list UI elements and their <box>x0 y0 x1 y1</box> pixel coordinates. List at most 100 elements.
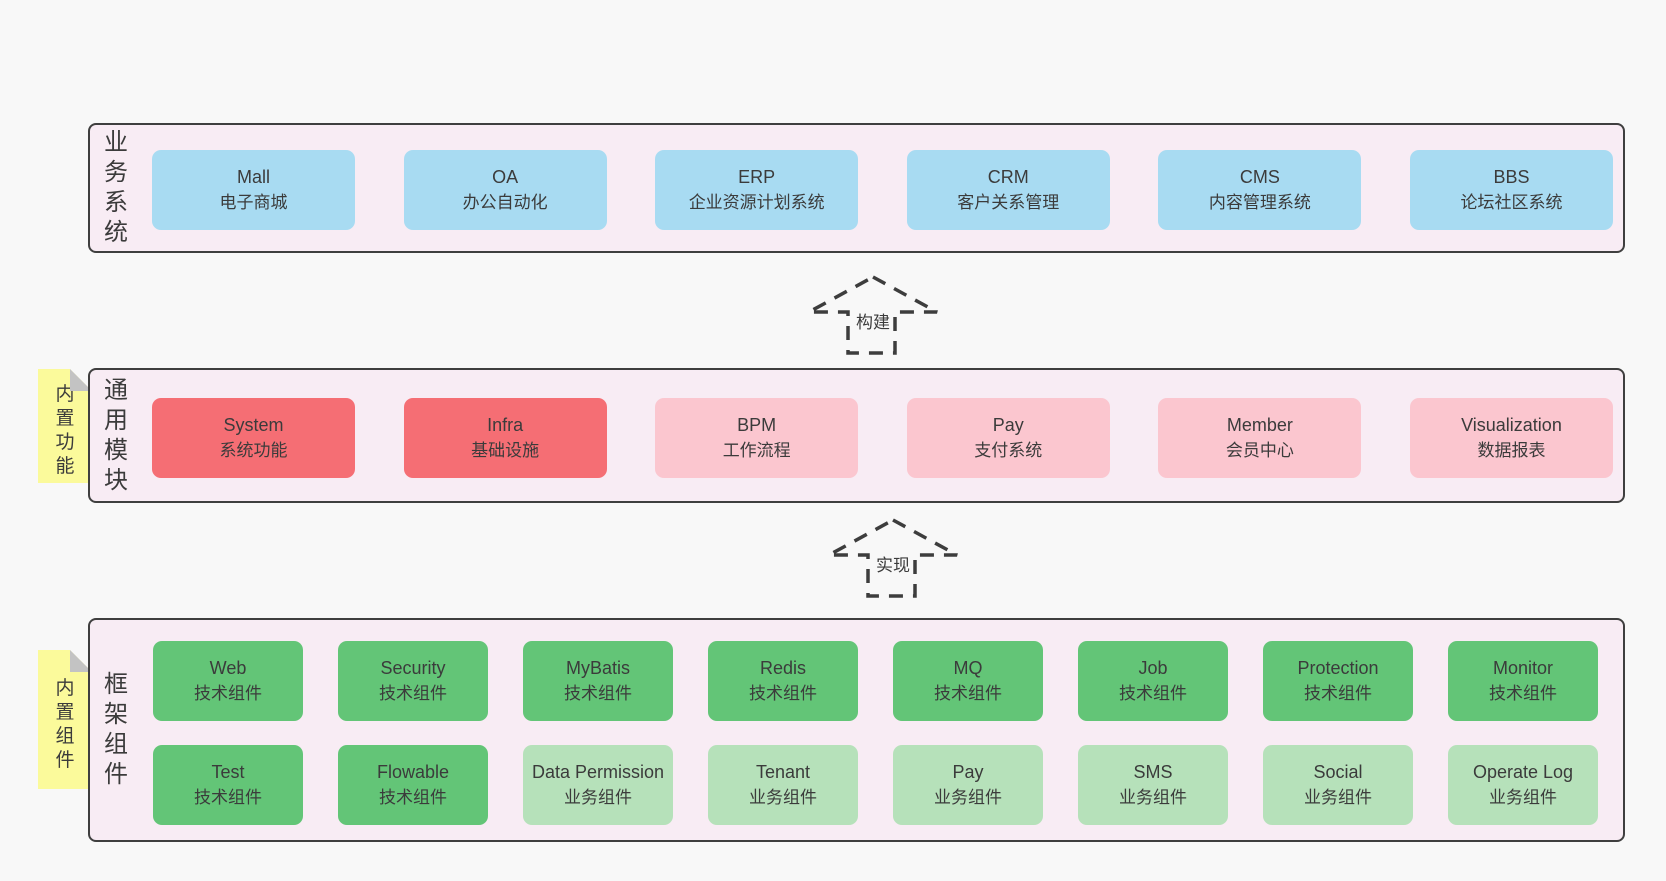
box-social: Social 业务组件 <box>1263 745 1413 825</box>
box-desc: 客户关系管理 <box>957 193 1060 212</box>
box-desc: 业务组件 <box>564 788 632 807</box>
box-mq: MQ 技术组件 <box>893 641 1043 721</box>
box-desc: 会员中心 <box>1225 441 1294 460</box>
box-tenant: Tenant 业务组件 <box>708 745 858 825</box>
box-flowable: Flowable 技术组件 <box>338 745 488 825</box>
box-name: ERP <box>738 167 776 187</box>
up-arrow-icon <box>808 275 938 355</box>
box-name: System <box>223 415 284 435</box>
box-name: Flowable <box>376 762 450 782</box>
box-name: Social <box>1313 762 1363 782</box>
box-pay-component: Pay 业务组件 <box>893 745 1043 825</box>
box-desc: 技术组件 <box>564 684 632 703</box>
components-row-1: Web 技术组件 Security 技术组件 MyBatis 技术组件 Redi… <box>153 641 1598 721</box>
box-name: MyBatis <box>565 658 630 678</box>
box-mybatis: MyBatis 技术组件 <box>523 641 673 721</box>
box-desc: 技术组件 <box>379 788 447 807</box>
box-name: Member <box>1226 415 1293 435</box>
sticky-tab-label: 内置功能 <box>55 384 75 477</box>
box-desc: 内容管理系统 <box>1208 193 1311 212</box>
box-sms: SMS 业务组件 <box>1078 745 1228 825</box>
box-name: SMS <box>1133 762 1173 782</box>
box-member: Member 会员中心 <box>1158 398 1362 478</box>
panel-label: 业务系统 <box>104 129 128 246</box>
box-web: Web 技术组件 <box>153 641 303 721</box>
box-desc: 业务组件 <box>934 788 1002 807</box>
box-erp: ERP 企业资源计划系统 <box>655 150 859 230</box>
box-desc: 支付系统 <box>974 441 1043 460</box>
box-desc: 业务组件 <box>749 788 817 807</box>
box-desc: 工作流程 <box>722 441 791 460</box>
box-name: Test <box>211 762 245 782</box>
box-name: OA <box>492 167 519 187</box>
implement-arrow: 实现 <box>827 517 959 599</box>
box-desc: 技术组件 <box>379 684 447 703</box>
box-name: Pay <box>952 762 984 782</box>
panel-business-systems: 业务系统 Mall 电子商城 OA 办公自动化 ERP 企业资源计划系统 CRM… <box>88 123 1625 253</box>
box-redis: Redis 技术组件 <box>708 641 858 721</box>
box-system: System 系统功能 <box>152 398 355 478</box>
box-name: BBS <box>1493 167 1530 187</box>
box-desc: 技术组件 <box>749 684 817 703</box>
box-desc: 业务组件 <box>1119 788 1187 807</box>
box-crm: CRM 客户关系管理 <box>906 150 1110 230</box>
box-name: Monitor <box>1492 658 1554 678</box>
box-desc: 技术组件 <box>1119 684 1187 703</box>
box-name: MQ <box>953 658 983 678</box>
box-name: Tenant <box>755 762 811 782</box>
box-name: Job <box>1138 658 1168 678</box>
box-name: CMS <box>1239 167 1280 187</box>
box-mall: Mall 电子商城 <box>152 150 355 230</box>
box-monitor: Monitor 技术组件 <box>1448 641 1598 721</box>
box-name: CRM <box>987 167 1029 187</box>
sticky-tab-label: 内置组件 <box>55 677 75 771</box>
box-desc: 技术组件 <box>1304 684 1372 703</box>
box-desc: 技术组件 <box>1489 684 1557 703</box>
box-name: Redis <box>759 658 807 678</box>
build-arrow: 构建 <box>807 274 939 356</box>
panel-label: 框架组件 <box>104 671 128 788</box>
arrow-label: 实现 <box>874 556 912 576</box>
panel-framework-components: 框架组件 Web 技术组件 Security 技术组件 MyBatis 技术组件… <box>88 618 1625 842</box>
box-desc: 论坛社区系统 <box>1460 193 1563 212</box>
box-name: Infra <box>487 415 524 435</box>
box-job: Job 技术组件 <box>1078 641 1228 721</box>
box-name: Security <box>380 658 446 678</box>
business-boxes-row: Mall 电子商城 OA 办公自动化 ERP 企业资源计划系统 CRM 客户关系… <box>152 150 1613 230</box>
box-name: Mall <box>236 167 270 187</box>
box-pay-module: Pay 支付系统 <box>906 398 1110 478</box>
box-desc: 企业资源计划系统 <box>688 193 825 212</box>
panel-label: 通用模块 <box>104 376 128 494</box>
box-operate-log: Operate Log 业务组件 <box>1448 745 1598 825</box>
box-oa: OA 办公自动化 <box>403 150 607 230</box>
up-arrow-icon <box>828 518 958 598</box>
sticky-tab-built-in-features: 内置功能 <box>38 369 92 483</box>
components-row-2: Test 技术组件 Flowable 技术组件 Data Permission … <box>153 745 1598 825</box>
box-infra: Infra 基础设施 <box>403 398 607 478</box>
box-protection: Protection 技术组件 <box>1263 641 1413 721</box>
box-name: Data Permission <box>531 762 665 782</box>
box-bbs: BBS 论坛社区系统 <box>1409 150 1613 230</box>
box-bpm: BPM 工作流程 <box>655 398 859 478</box>
arrow-label: 构建 <box>854 313 892 333</box>
box-desc: 系统功能 <box>219 441 288 460</box>
box-name: Protection <box>1297 658 1379 678</box>
panel-common-modules: 通用模块 System 系统功能 Infra 基础设施 BPM 工作流程 Pay… <box>88 368 1625 503</box>
box-name: Operate Log <box>1472 762 1574 782</box>
box-desc: 数据报表 <box>1477 441 1546 460</box>
box-name: Pay <box>992 415 1024 435</box>
box-desc: 业务组件 <box>1489 788 1557 807</box>
box-desc: 技术组件 <box>194 788 262 807</box>
box-desc: 技术组件 <box>194 684 262 703</box>
box-test: Test 技术组件 <box>153 745 303 825</box>
sticky-tab-built-in-components: 内置组件 <box>38 650 92 789</box>
box-desc: 办公自动化 <box>462 193 548 212</box>
box-visualization: Visualization 数据报表 <box>1409 398 1613 478</box>
box-name: Visualization <box>1461 415 1562 435</box>
box-desc: 业务组件 <box>1304 788 1372 807</box>
box-desc: 电子商城 <box>219 193 288 212</box>
box-cms: CMS 内容管理系统 <box>1158 150 1362 230</box>
box-desc: 技术组件 <box>934 684 1002 703</box>
modules-boxes-row: System 系统功能 Infra 基础设施 BPM 工作流程 Pay 支付系统… <box>152 398 1613 478</box>
